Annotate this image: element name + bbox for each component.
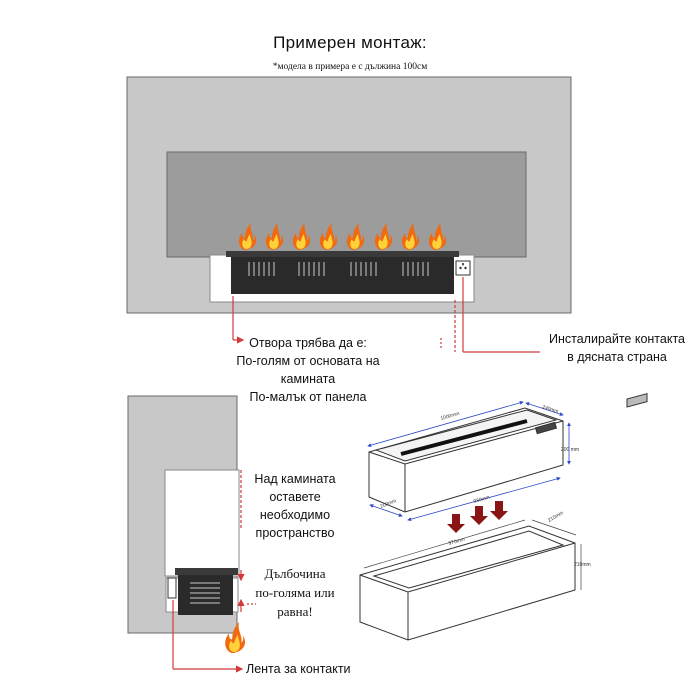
fireplace-isometric — [368, 393, 648, 513]
page-subtitle: *модела в примера е с дължина 100см — [272, 62, 428, 72]
side-burner-box — [178, 575, 233, 615]
dim-top-width: 240mm — [541, 404, 559, 415]
socket-label: Инсталирайте контакта в дясната страна — [549, 332, 685, 364]
dim-top-height: 200 mm — [561, 447, 579, 453]
space-label: Над камината оставете необходимо простра… — [254, 472, 336, 540]
side-socket — [167, 577, 177, 599]
dimension-lines — [367, 400, 571, 522]
opening-dimension-lines — [363, 519, 582, 590]
glass-panel — [166, 151, 527, 258]
depth-label: Дълбочина по-голяма или равна! — [255, 566, 335, 619]
opening-label: Отвора трябва да е: По-голям от основата… — [236, 336, 380, 404]
side-burner-vents — [190, 582, 220, 604]
dim-base-length: 930mm — [473, 495, 491, 505]
opening-isometric — [359, 525, 576, 641]
page-title: Примерен монтаж: — [273, 33, 427, 52]
side-burner-top — [175, 568, 238, 575]
dim-opening-height: 210mm — [574, 562, 591, 568]
side-guide-lines — [172, 470, 256, 673]
strip-label: Лента за контакти — [246, 662, 351, 676]
dim-opening-width: 210mm — [547, 510, 564, 524]
burner-vents — [248, 262, 429, 276]
dim-top-length: 1000mm — [440, 411, 460, 422]
burner-top — [226, 251, 459, 257]
side-opening — [164, 469, 240, 577]
dim-base-width: 200mm — [380, 498, 398, 510]
power-socket — [455, 260, 471, 276]
opening-guide-lines — [232, 277, 540, 353]
dim-opening-length: 970mm — [448, 537, 466, 547]
insert-arrows — [447, 501, 508, 533]
